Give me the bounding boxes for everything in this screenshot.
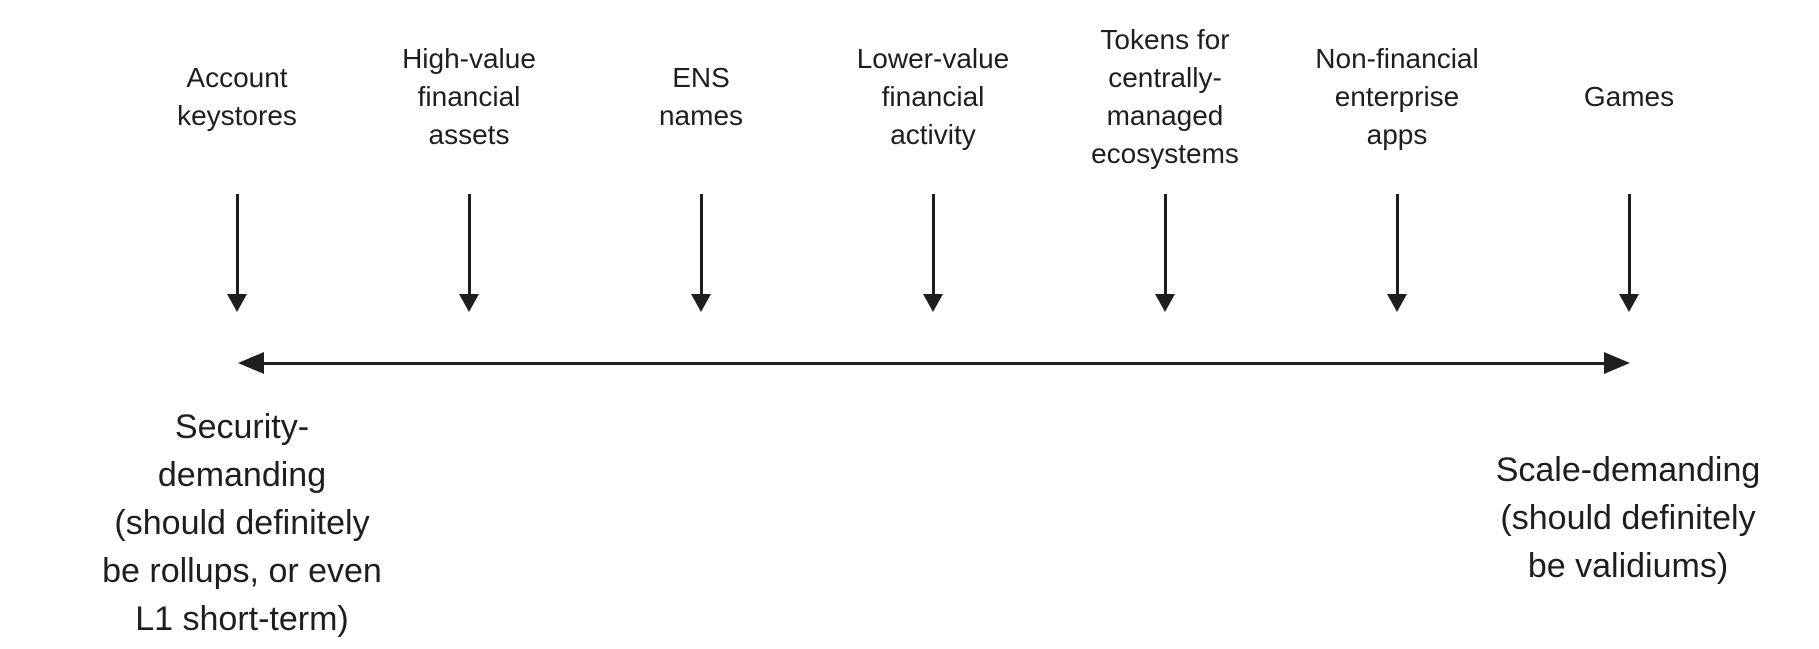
item-label: High-value financial assets bbox=[402, 43, 536, 150]
down-arrow-head bbox=[923, 294, 943, 312]
down-arrow-head bbox=[1155, 294, 1175, 312]
item-lower-value-financial-activity: Lower-value financial activity bbox=[817, 22, 1049, 312]
down-arrow-icon bbox=[691, 194, 711, 312]
spectrum-axis-arrow bbox=[238, 352, 1630, 374]
down-arrow-icon bbox=[459, 194, 479, 312]
down-arrow-icon bbox=[1155, 194, 1175, 312]
down-arrow-head bbox=[1619, 294, 1639, 312]
axis-left-arrowhead-icon bbox=[238, 352, 264, 374]
item-label: Lower-value financial activity bbox=[856, 43, 1010, 150]
security-demanding-label: Security- demanding (should definitely b… bbox=[102, 408, 382, 638]
down-arrow-head bbox=[227, 294, 247, 312]
down-arrow-head bbox=[691, 294, 711, 312]
down-arrow-shaft bbox=[467, 194, 471, 294]
down-arrow-icon bbox=[1619, 194, 1639, 312]
item-label: Tokens for centrally- managed ecosystems bbox=[1091, 24, 1239, 169]
item-label: Account keystores bbox=[177, 62, 297, 131]
down-arrow-icon bbox=[923, 194, 943, 312]
item-label: Games bbox=[1583, 81, 1675, 112]
down-arrow-head bbox=[1387, 294, 1407, 312]
item-non-financial-enterprise-apps: Non-financial enterprise apps bbox=[1281, 22, 1513, 312]
down-arrow-icon bbox=[227, 194, 247, 312]
down-arrow-shaft bbox=[1163, 194, 1167, 294]
down-arrow-shaft bbox=[1395, 194, 1399, 294]
item-high-value-financial-assets: High-value financial assets bbox=[353, 22, 585, 312]
down-arrow-shaft bbox=[931, 194, 935, 294]
item-ens-names: ENS names bbox=[585, 22, 817, 312]
item-account-keystores: Account keystores bbox=[121, 22, 353, 312]
down-arrow-icon bbox=[1387, 194, 1407, 312]
down-arrow-shaft bbox=[699, 194, 703, 294]
scale-demanding-label: Scale-demanding (should definitely be va… bbox=[1495, 451, 1761, 585]
down-arrow-head bbox=[459, 294, 479, 312]
axis-line bbox=[258, 362, 1610, 365]
item-label: ENS names bbox=[658, 62, 744, 131]
down-arrow-shaft bbox=[1627, 194, 1631, 294]
item-games: Games bbox=[1513, 22, 1745, 312]
axis-right-arrowhead-icon bbox=[1604, 352, 1630, 374]
item-tokens-centrally-managed: Tokens for centrally- managed ecosystems bbox=[1049, 22, 1281, 312]
down-arrow-shaft bbox=[235, 194, 239, 294]
item-label: Non-financial enterprise apps bbox=[1315, 43, 1479, 150]
spectrum-items-row: Account keystores High-value financial a… bbox=[121, 22, 1745, 312]
